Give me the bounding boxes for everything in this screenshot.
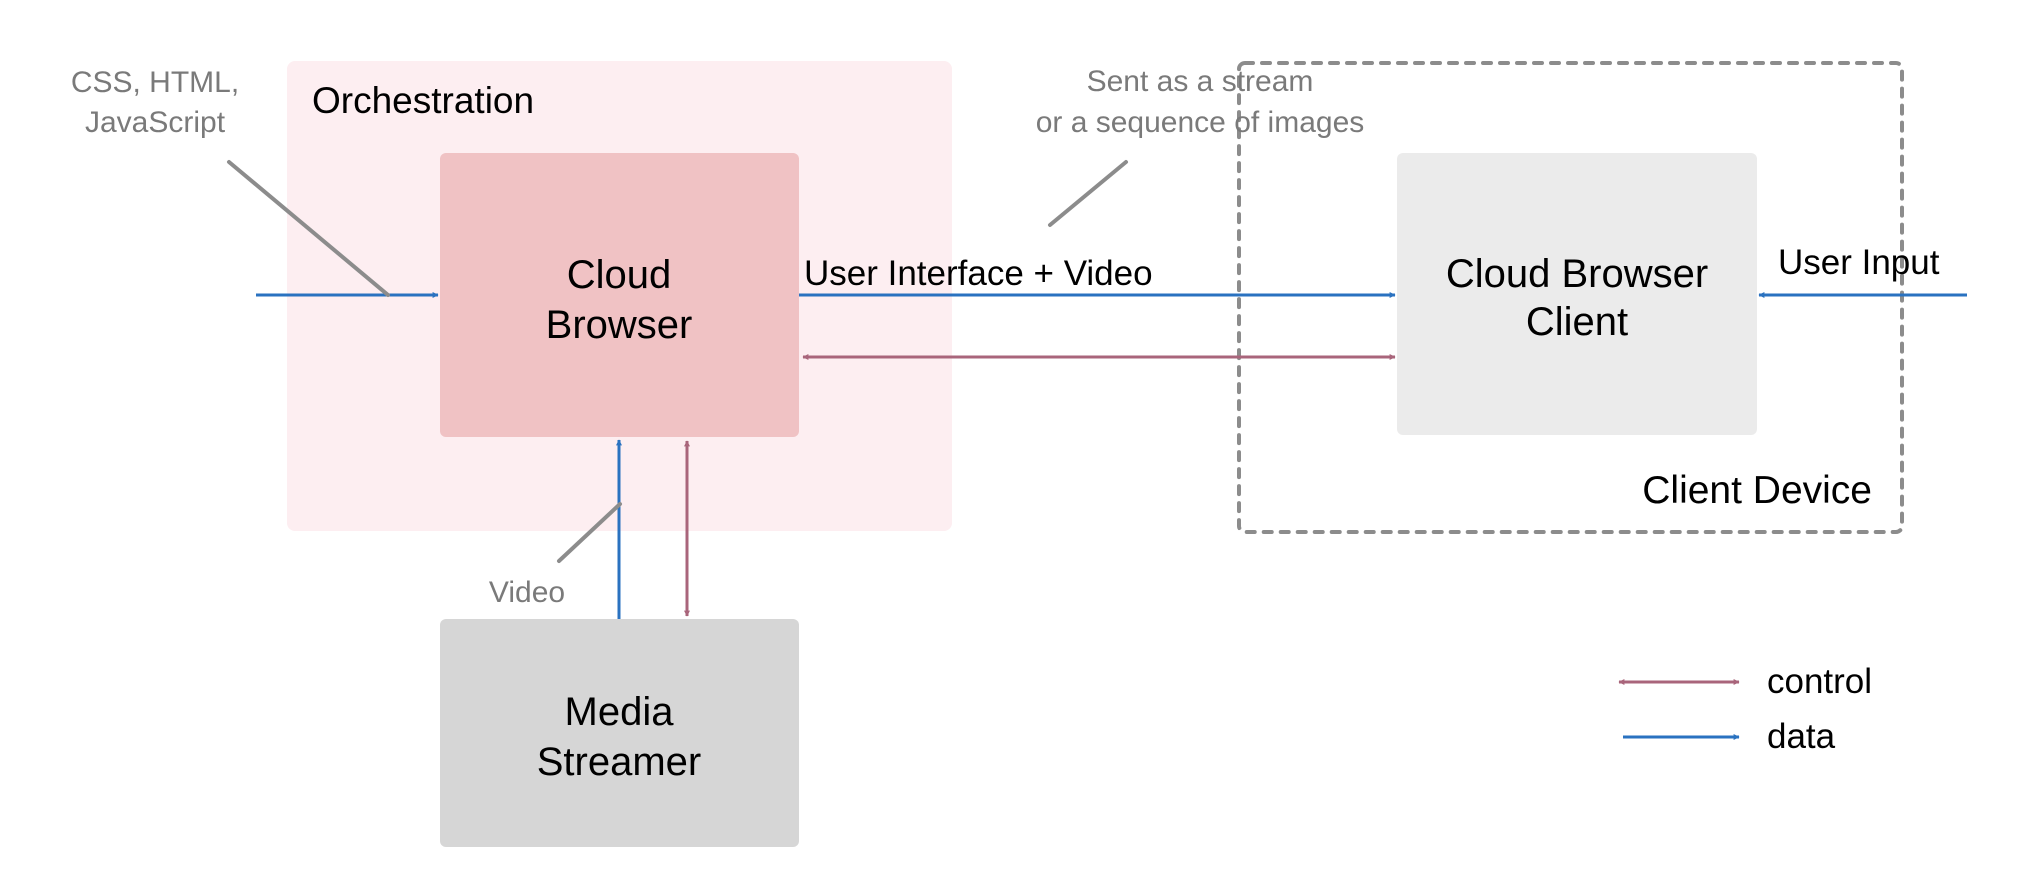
cloud-browser-label-line1: Cloud [567, 253, 672, 297]
legend: control data [1618, 662, 1872, 756]
media-streamer-label-line2: Streamer [537, 740, 702, 784]
client-device-label: Client Device [1642, 469, 1872, 512]
web-content-annotation-line2: JavaScript [85, 106, 226, 139]
cloud-browser-node[interactable]: Cloud Browser [440, 153, 799, 437]
stream-leader-line [1048, 160, 1128, 227]
stream-annotation-line1: Sent as a stream [1087, 65, 1314, 98]
video-leader-line [557, 502, 622, 563]
legend-item-control: control [1618, 662, 1872, 701]
legend-data-label: data [1767, 717, 1836, 756]
client-device-group [1237, 61, 1904, 534]
cloud-browser-client-label-line1: Cloud Browser [1446, 252, 1708, 296]
user-input-edge-label: User Input [1778, 243, 1940, 282]
ui-video-edge-label: User Interface + Video [804, 254, 1153, 293]
video-annotation: Video [489, 576, 565, 609]
legend-control-label: control [1767, 662, 1872, 701]
legend-item-data: data [1623, 717, 1836, 756]
media-streamer-node[interactable]: Media Streamer [440, 619, 799, 847]
web-content-leader-line [227, 160, 390, 297]
orchestration-label: Orchestration [312, 80, 534, 121]
cloud-browser-client-node[interactable]: Cloud Browser Client [1397, 153, 1757, 435]
media-streamer-label-line1: Media [565, 690, 675, 734]
web-content-annotation-line1: CSS, HTML, [71, 66, 239, 99]
cloud-browser-label-line2: Browser [546, 303, 693, 347]
cloud-browser-client-label-line2: Client [1526, 300, 1628, 344]
stream-annotation-line2: or a sequence of images [1036, 106, 1365, 139]
